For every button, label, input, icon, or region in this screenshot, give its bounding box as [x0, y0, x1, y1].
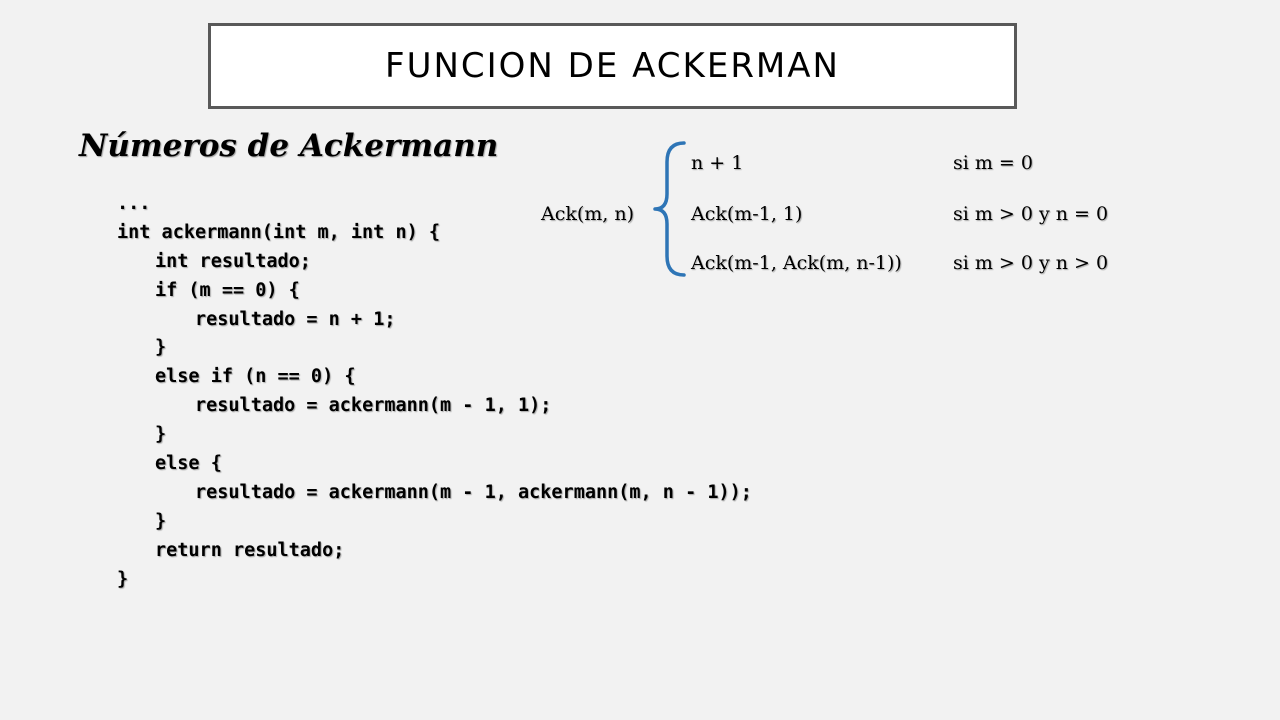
- code-line: resultado = ackermann(m - 1, 1);: [195, 395, 552, 417]
- code-line: }: [155, 424, 167, 446]
- code-line: else if (n == 0) {: [155, 366, 356, 388]
- case-3-condition: si m > 0 y n > 0: [953, 252, 1109, 274]
- ackermann-lhs: Ack(m, n): [541, 203, 635, 225]
- title-box: FUNCION DE ACKERMAN: [208, 23, 1017, 109]
- code-line: else {: [155, 453, 222, 475]
- code-block: ... int ackermann(int m, int n) { int re…: [117, 190, 752, 594]
- case-3-expr: Ack(m-1, Ack(m, n-1)): [691, 252, 902, 274]
- slide-subtitle: Números de Ackermann: [79, 128, 499, 164]
- code-line: }: [155, 337, 167, 359]
- code-line: return resultado;: [155, 539, 345, 561]
- brace-path: [653, 141, 686, 277]
- code-line: resultado = n + 1;: [195, 308, 396, 330]
- code-line: int resultado;: [155, 250, 311, 272]
- code-line: }: [155, 510, 167, 532]
- curly-brace-icon: [653, 141, 686, 277]
- case-2-expr: Ack(m-1, 1): [691, 203, 803, 225]
- slide-title: FUNCION DE ACKERMAN: [385, 46, 840, 86]
- case-1-expr: n + 1: [691, 152, 744, 174]
- code-line: }: [117, 568, 129, 590]
- code-line: int ackermann(int m, int n) {: [117, 221, 441, 243]
- case-1-condition: si m = 0: [953, 152, 1033, 174]
- case-2-condition: si m > 0 y n = 0: [953, 203, 1109, 225]
- code-line: ...: [117, 193, 151, 214]
- code-line: if (m == 0) {: [155, 279, 300, 301]
- code-line: resultado = ackermann(m - 1, ackermann(m…: [195, 481, 752, 503]
